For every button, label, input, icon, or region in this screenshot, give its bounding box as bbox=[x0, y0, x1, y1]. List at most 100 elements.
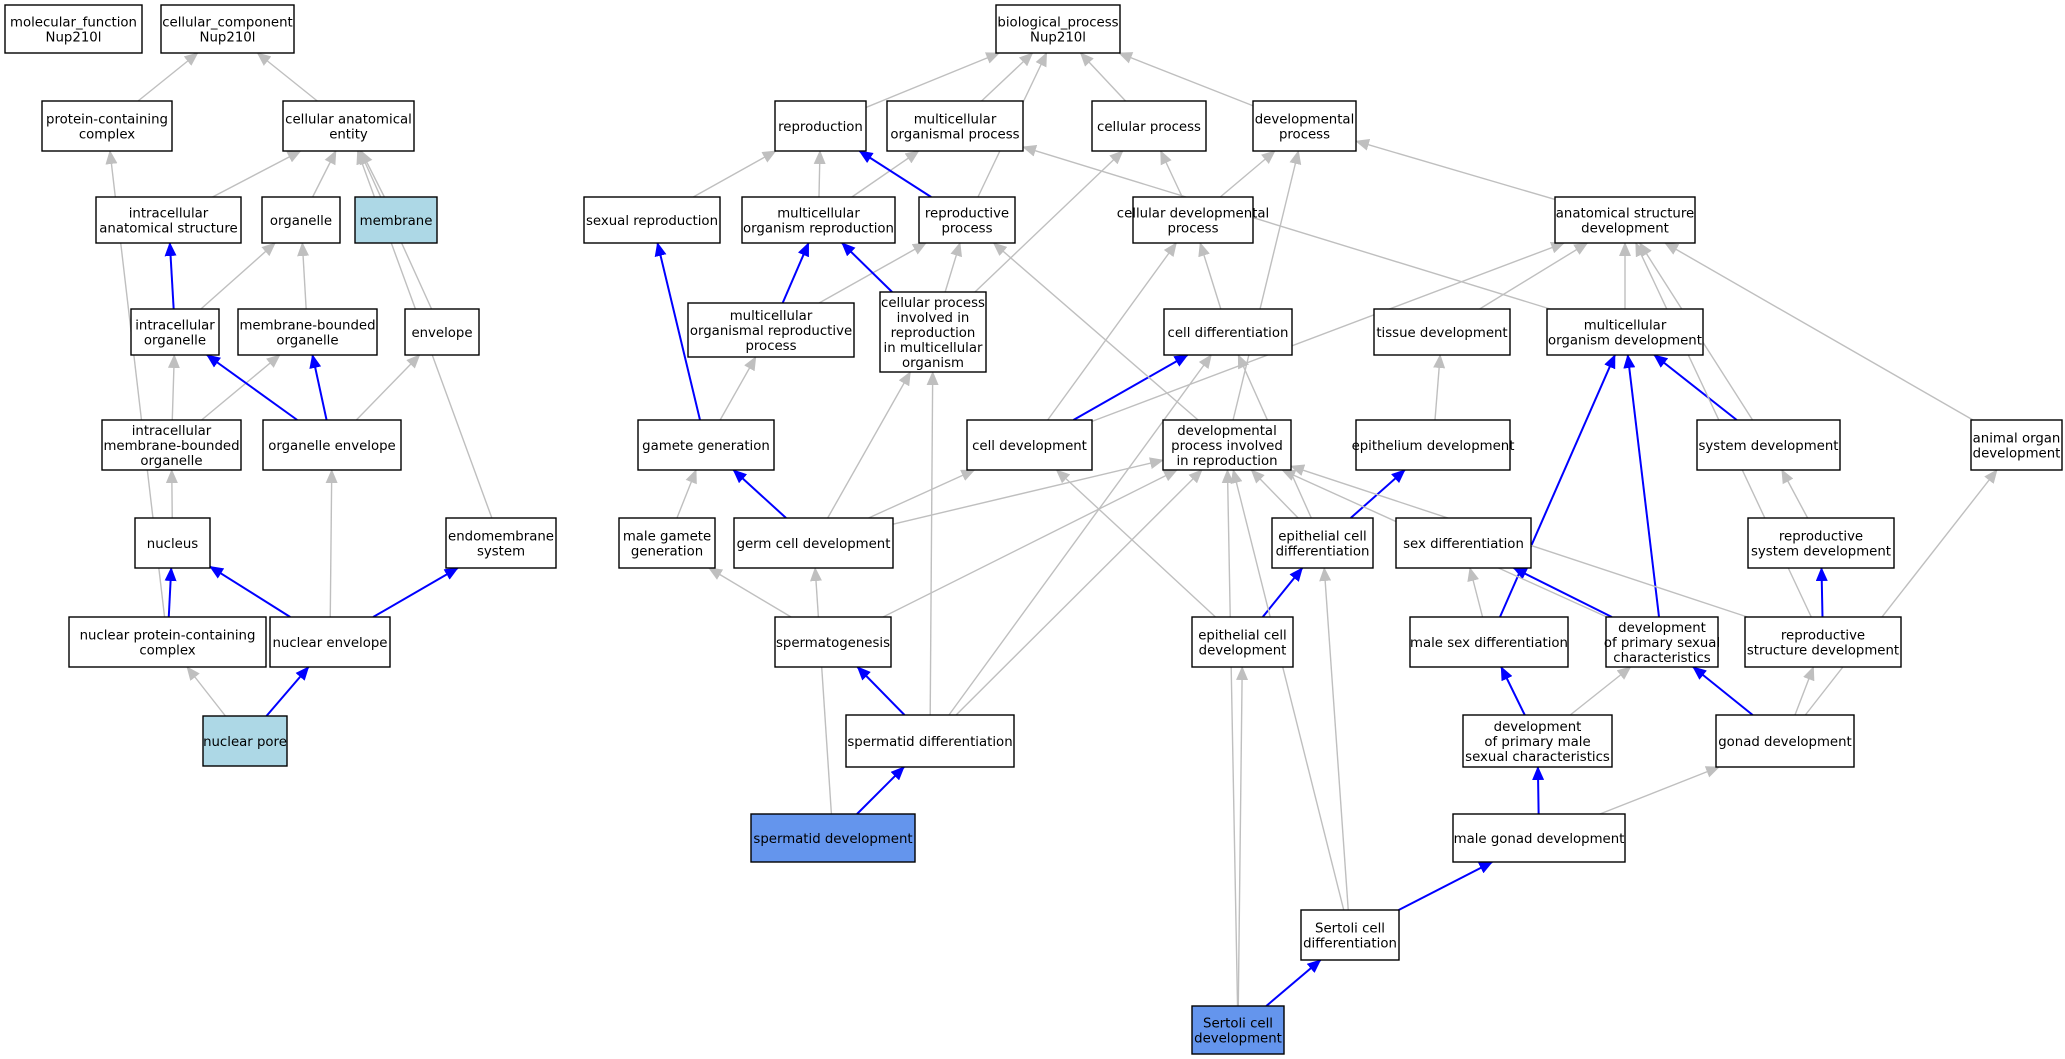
edge-cdev-to-asd bbox=[1091, 241, 1566, 423]
node-box bbox=[1091, 100, 1207, 152]
edge-sysd-to-mod bbox=[1653, 354, 1738, 421]
edge-dpmsc-to-msd bbox=[1500, 666, 1526, 716]
node-org[interactable]: organelle bbox=[261, 196, 341, 244]
node-box bbox=[95, 196, 242, 244]
node-mgd[interactable]: male gonad development bbox=[1452, 813, 1626, 863]
node-box bbox=[1696, 419, 1841, 471]
edge-nenv-to-oenv bbox=[325, 469, 338, 618]
node-sg[interactable]: spermatogenesis bbox=[774, 616, 892, 668]
node-label-line: protein-containing bbox=[46, 113, 168, 128]
edge-scdev-to-scdiff bbox=[1265, 959, 1322, 1007]
node-box bbox=[1554, 196, 1696, 244]
node-sr[interactable]: sexual reproduction bbox=[583, 196, 721, 244]
node-epd[interactable]: epithelium development bbox=[1352, 419, 1515, 471]
node-spdev[interactable]: spermatid development bbox=[750, 813, 916, 863]
edge-imbo-to-io bbox=[167, 354, 180, 421]
edge-mem-to-cae bbox=[360, 150, 386, 198]
node-box bbox=[1546, 308, 1704, 356]
node-label-line: developmental bbox=[1177, 424, 1277, 439]
edge-mor-to-mop bbox=[851, 150, 920, 198]
node-oenv[interactable]: organelle envelope bbox=[262, 419, 402, 471]
node-box bbox=[282, 100, 415, 152]
edge-spdiff-to-dpir bbox=[955, 469, 1203, 716]
edge-sr-to-repro bbox=[692, 150, 777, 198]
node-env[interactable]: envelope bbox=[404, 308, 480, 356]
node-box bbox=[1162, 419, 1292, 471]
edge-nenv-to-nuc bbox=[209, 565, 291, 618]
node-box bbox=[269, 616, 391, 668]
node-gg[interactable]: gamete generation bbox=[637, 419, 775, 471]
node-label-line: organismal process bbox=[890, 128, 1019, 143]
node-label-line: reproductive bbox=[925, 207, 1009, 222]
node-label-line: process bbox=[745, 339, 796, 354]
edge-ias-to-cae bbox=[212, 150, 302, 198]
node-spdiff[interactable]: spermatid differentiation bbox=[845, 714, 1015, 768]
edge-spdiff-to-cdiff bbox=[948, 354, 1212, 716]
node-gcd[interactable]: germ cell development bbox=[733, 517, 894, 569]
node-box bbox=[1395, 517, 1532, 569]
node-label-line: gamete generation bbox=[642, 439, 770, 454]
node-nuc[interactable]: nucleus bbox=[134, 517, 211, 569]
node-box bbox=[160, 4, 295, 54]
node-box bbox=[354, 196, 438, 244]
edge-dp-to-bp bbox=[1118, 52, 1254, 107]
node-mem[interactable]: membrane bbox=[354, 196, 438, 244]
edge-cdiff-to-cdp bbox=[1198, 242, 1222, 310]
node-nenv[interactable]: nuclear envelope bbox=[269, 616, 391, 668]
node-label-line: structure development bbox=[1747, 644, 1899, 659]
edge-org-to-cae bbox=[311, 150, 337, 198]
node-cdev[interactable]: cell development bbox=[966, 419, 1093, 471]
edge-ecdiff-to-epd bbox=[1350, 469, 1406, 519]
node-label-line: multicellular bbox=[1584, 319, 1667, 334]
node-box bbox=[1191, 1005, 1285, 1055]
edge-cae-to-cc bbox=[256, 52, 318, 102]
node-label-line: process bbox=[1167, 222, 1218, 237]
node-cp[interactable]: cellular process bbox=[1091, 100, 1207, 152]
node-sdiff[interactable]: sex differentiation bbox=[1395, 517, 1532, 569]
node-sysd[interactable]: system development bbox=[1696, 419, 1841, 471]
node-npore[interactable]: nuclear pore bbox=[202, 715, 288, 767]
node-label-line: membrane-bounded bbox=[103, 439, 239, 454]
node-box bbox=[1409, 616, 1569, 668]
node-gd[interactable]: gonad development bbox=[1715, 714, 1855, 768]
node-repro[interactable]: reproduction bbox=[774, 100, 867, 152]
node-label-line: endomembrane bbox=[448, 530, 554, 545]
node-label-line: reproductive bbox=[1779, 530, 1863, 545]
node-td[interactable]: tissue development bbox=[1373, 308, 1511, 356]
edge-msd-to-sdiff bbox=[1467, 567, 1484, 618]
node-msd[interactable]: male sex differentiation bbox=[1409, 616, 1569, 668]
node-label-line: involved in bbox=[897, 311, 970, 326]
node-cdiff[interactable]: cell differentiation bbox=[1163, 308, 1293, 356]
